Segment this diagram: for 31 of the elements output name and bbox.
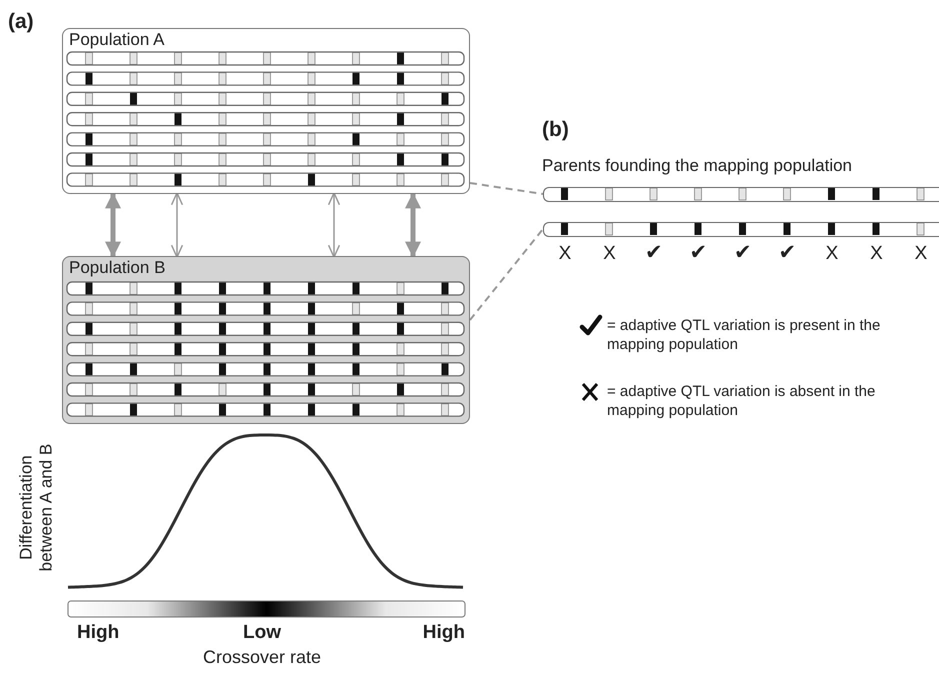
dashed-connector [470,182,544,195]
double-arrow [105,192,121,258]
population-panel [62,28,470,194]
cross-mark: X [558,243,572,265]
population-panel [62,256,470,424]
legend-text: = adaptive QTL variation is absent in the mapping population [607,382,876,420]
dashed-connector [469,228,544,321]
axis-label: Differentiation between A and B [16,442,56,574]
panel-title: Population B [69,258,166,277]
axis-label: Crossover rate [202,647,322,668]
scale-label: High [422,622,465,644]
legend-text: = adaptive QTL variation is present in the mapping population [607,316,882,354]
cross-mark: X [914,243,928,265]
check-mark: ✔ [734,241,752,266]
subtitle: Parents founding the mapping population [542,156,852,176]
scale-label: High [77,622,120,644]
scale-label: Low [243,622,281,644]
double-arrow [328,192,340,258]
double-arrow [170,192,184,258]
panel-label: (a) [8,10,34,34]
panel-label: (b) [542,118,569,142]
check-mark: ✔ [645,241,663,266]
panel-title: Population A [69,30,164,49]
check-mark: ✔ [690,241,708,266]
cross-mark: X [826,243,838,265]
chromosome-bar [543,222,939,237]
chromosome-bar [543,187,939,202]
check-mark: ✔ [778,241,796,266]
double-arrow [405,192,421,258]
cross-mark: X [870,243,883,265]
cross-mark: X [603,243,616,265]
